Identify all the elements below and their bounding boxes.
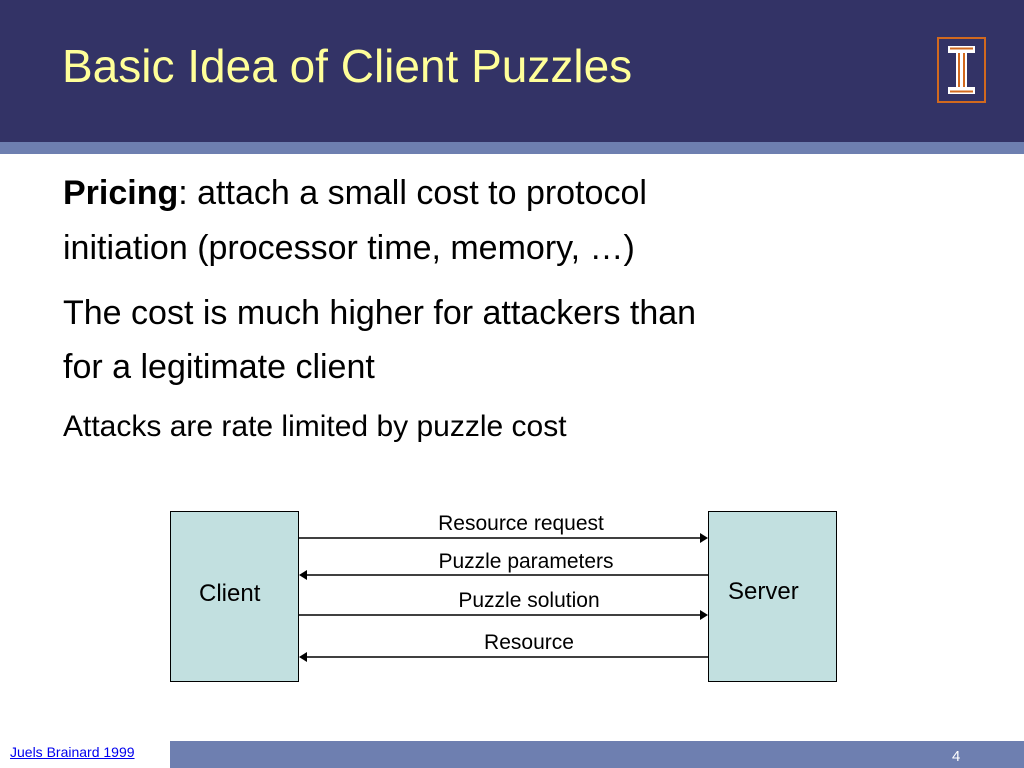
bullet-pricing: Pricing: attach a small cost to protocol xyxy=(63,174,647,213)
pricing-text: : attach a small cost to protocol xyxy=(178,174,647,212)
arrow-resource xyxy=(299,652,708,662)
message-label: Resource xyxy=(484,631,574,654)
message-label: Resource request xyxy=(438,512,604,535)
footer-bar xyxy=(0,741,1024,768)
server-label: Server xyxy=(728,578,799,605)
footer-credit-area xyxy=(0,736,170,768)
footer-credit-link[interactable]: Juels Brainard 1999 xyxy=(10,744,135,760)
message-label: Puzzle parameters xyxy=(438,550,614,573)
title-bar: Basic Idea of Client Puzzles xyxy=(0,0,1024,142)
pricing-term: Pricing xyxy=(63,174,179,212)
arrow-resource-request xyxy=(299,533,708,543)
title-divider xyxy=(0,142,1024,154)
bullet-cost-line-2: for a legitimate client xyxy=(63,348,375,386)
slide-title: Basic Idea of Client Puzzles xyxy=(62,40,633,92)
client-box xyxy=(170,511,299,682)
message-label: Puzzle solution xyxy=(458,589,600,612)
arrow-puzzle-parameters xyxy=(299,570,708,580)
bullet-pricing-continuation: initiation (processor time, memory, …) xyxy=(63,229,635,267)
illinois-block-i-icon xyxy=(937,37,986,103)
bullet-cost-line-1: The cost is much higher for attackers th… xyxy=(63,294,697,332)
arrow-puzzle-solution xyxy=(299,610,708,620)
server-box xyxy=(708,511,837,682)
client-label: Client xyxy=(199,580,261,607)
page-number: 4 xyxy=(952,748,961,765)
bullet-rate-limit: Attacks are rate limited by puzzle cost xyxy=(63,410,567,443)
